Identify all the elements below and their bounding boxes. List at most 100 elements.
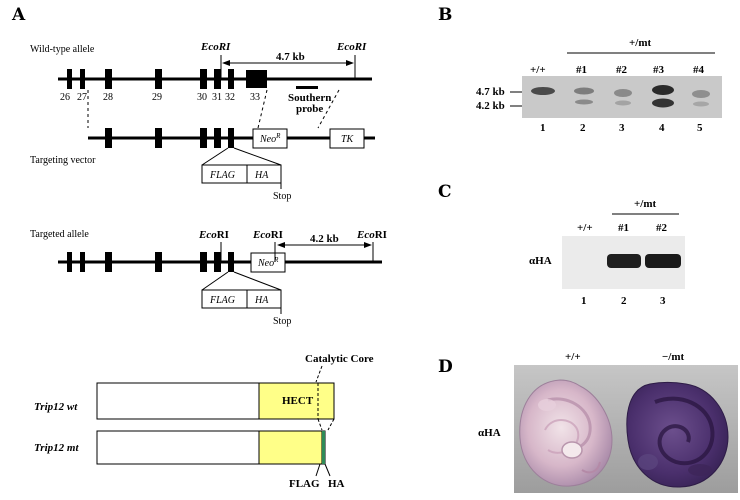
c-band-lane2 bbox=[607, 254, 641, 268]
b-band-lane2-47kb bbox=[574, 87, 594, 95]
kb42-arrowhead-left bbox=[277, 242, 285, 248]
exon-31 bbox=[214, 69, 221, 89]
flag-bottom-label: FLAG bbox=[289, 478, 320, 490]
kb47-arrowhead-left bbox=[222, 60, 230, 66]
b-size-47: 4.7 kb bbox=[476, 86, 505, 98]
trip12-wt-label: Trip12 wt bbox=[34, 401, 78, 413]
c-lane-num-3: 3 bbox=[660, 295, 666, 307]
b-band-lane2-42kb bbox=[575, 99, 593, 105]
targeted-neo-box bbox=[250, 252, 286, 273]
exon-num-30: 30 bbox=[197, 92, 207, 103]
exon-num-29: 29 bbox=[152, 92, 162, 103]
vector-flag-label: FLAG bbox=[209, 170, 235, 181]
exon-28 bbox=[105, 69, 112, 89]
b-blot-membrane bbox=[522, 76, 722, 118]
vector-stop-label: Stop bbox=[273, 191, 291, 202]
c-lane-2-label: #1 bbox=[618, 222, 629, 234]
ecori-site-2-label: EcoRI bbox=[336, 41, 367, 53]
exon-num-31: 31 bbox=[212, 92, 222, 103]
b-band-lane3-47kb bbox=[614, 89, 632, 97]
panel-label-b: B bbox=[438, 5, 452, 25]
c-lane-num-2: 2 bbox=[621, 295, 627, 307]
protein-diagram: Catalytic Core Trip12 wt HECT Trip12 mt … bbox=[34, 353, 374, 490]
b-lane-4-label: #3 bbox=[653, 64, 665, 76]
targeted-ha-label: HA bbox=[254, 295, 269, 306]
targeted-ha-box bbox=[246, 289, 282, 309]
exon-num-28: 28 bbox=[103, 92, 113, 103]
targeted-neo-label: NeoR bbox=[257, 256, 279, 269]
b-lane-num-1: 1 bbox=[540, 122, 546, 134]
exon-29 bbox=[155, 69, 162, 89]
vector-title: Targeting vector bbox=[30, 155, 96, 166]
southern-label: Southern bbox=[288, 92, 331, 104]
embryo-mutant bbox=[626, 382, 729, 488]
c-lane-num-1: 1 bbox=[581, 295, 587, 307]
embryo-wildtype bbox=[519, 379, 613, 487]
ecori-site-1-label: EcoRI bbox=[200, 41, 231, 53]
exon-30 bbox=[200, 69, 207, 89]
b-lane-num-4: 4 bbox=[659, 122, 665, 134]
targeted-stop-label: Stop bbox=[273, 316, 291, 327]
targeting-vector: NeoR TK Targeting vector FLAG HA Stop bbox=[30, 128, 375, 202]
targeted-ecori-2-label: EcoRI bbox=[252, 229, 283, 241]
b-lane-2-label: #1 bbox=[576, 64, 587, 76]
targeted-ecori-3-label: EcoRI bbox=[356, 229, 387, 241]
targeted-allele-title: Targeted allele bbox=[30, 229, 89, 240]
b-genotype-header: +/mt bbox=[629, 37, 651, 49]
probe-label: probe bbox=[296, 103, 323, 115]
hect-domain-mt bbox=[258, 430, 323, 465]
exon-num-27: 27 bbox=[77, 92, 87, 103]
hect-label: HECT bbox=[282, 395, 314, 407]
d-antibody-label: αHA bbox=[478, 427, 501, 439]
embryo-wildtype-eye bbox=[561, 441, 583, 459]
exon-num-33: 33 bbox=[250, 92, 260, 103]
kb47-label: 4.7 kb bbox=[276, 51, 305, 63]
wild-type-allele: Wild-type allele 26 27 28 29 30 31 32 33… bbox=[30, 41, 372, 115]
b-band-lane5-47kb bbox=[692, 90, 710, 98]
kb42-arrowhead-right bbox=[364, 242, 372, 248]
b-size-42: 4.2 kb bbox=[476, 100, 505, 112]
panel-label-a: A bbox=[11, 5, 26, 25]
b-band-lane4-47kb bbox=[652, 85, 674, 95]
vector-ha-label: HA bbox=[254, 170, 269, 181]
homology-lines bbox=[87, 89, 340, 129]
b-lane-num-3: 3 bbox=[619, 122, 625, 134]
vector-ha-box bbox=[246, 164, 282, 184]
wt-allele-title: Wild-type allele bbox=[30, 44, 95, 55]
exon-27 bbox=[80, 69, 85, 89]
panel-label-c: C bbox=[438, 182, 452, 202]
neo-box bbox=[252, 128, 288, 149]
b-band-lane3-42kb bbox=[615, 100, 631, 106]
exon-33 bbox=[246, 70, 267, 88]
d-left-genotype: +/+ bbox=[565, 351, 581, 363]
d-right-genotype: −/mt bbox=[662, 351, 684, 363]
targeted-ecori-1-label: EcoRI bbox=[198, 229, 229, 241]
b-band-lane1-47kb bbox=[531, 87, 555, 95]
c-lane-1-label: +/+ bbox=[577, 222, 593, 234]
c-lane-3-label: #2 bbox=[656, 222, 668, 234]
panel-b-southern-blot: +/mt +/+ #1 #2 #3 #4 4.7 kb 4.2 kb 1 2 3… bbox=[476, 37, 722, 134]
b-band-lane4-42kb bbox=[652, 98, 674, 108]
kb47-arrowhead-right bbox=[346, 60, 354, 66]
b-lane-num-2: 2 bbox=[580, 122, 586, 134]
trip12-mt-label: Trip12 mt bbox=[34, 442, 79, 454]
neo-label: NeoR bbox=[259, 132, 281, 145]
tk-label: TK bbox=[341, 134, 355, 145]
panel-c-western-blot: +/mt +/+ #1 #2 αHA 1 2 3 bbox=[529, 198, 685, 307]
southern-probe-bar bbox=[296, 86, 318, 89]
c-genotype-header: +/mt bbox=[634, 198, 656, 210]
exon-num-26: 26 bbox=[60, 92, 70, 103]
targeted-allele: Targeted allele NeoR EcoRI EcoRI EcoRI 4… bbox=[30, 229, 387, 327]
exon-num-32: 32 bbox=[225, 92, 235, 103]
hect-domain-wt bbox=[258, 382, 335, 420]
b-lane-5-label: #4 bbox=[693, 64, 705, 76]
catalytic-core-label: Catalytic Core bbox=[305, 353, 374, 365]
b-lane-1-label: +/+ bbox=[530, 64, 546, 76]
exon-32 bbox=[228, 69, 234, 89]
flag-ha-tag bbox=[322, 431, 325, 464]
exon-26 bbox=[67, 69, 72, 89]
b-lane-num-5: 5 bbox=[697, 122, 703, 134]
b-band-lane5-42kb bbox=[693, 101, 709, 107]
c-antibody-label: αHA bbox=[529, 255, 552, 267]
